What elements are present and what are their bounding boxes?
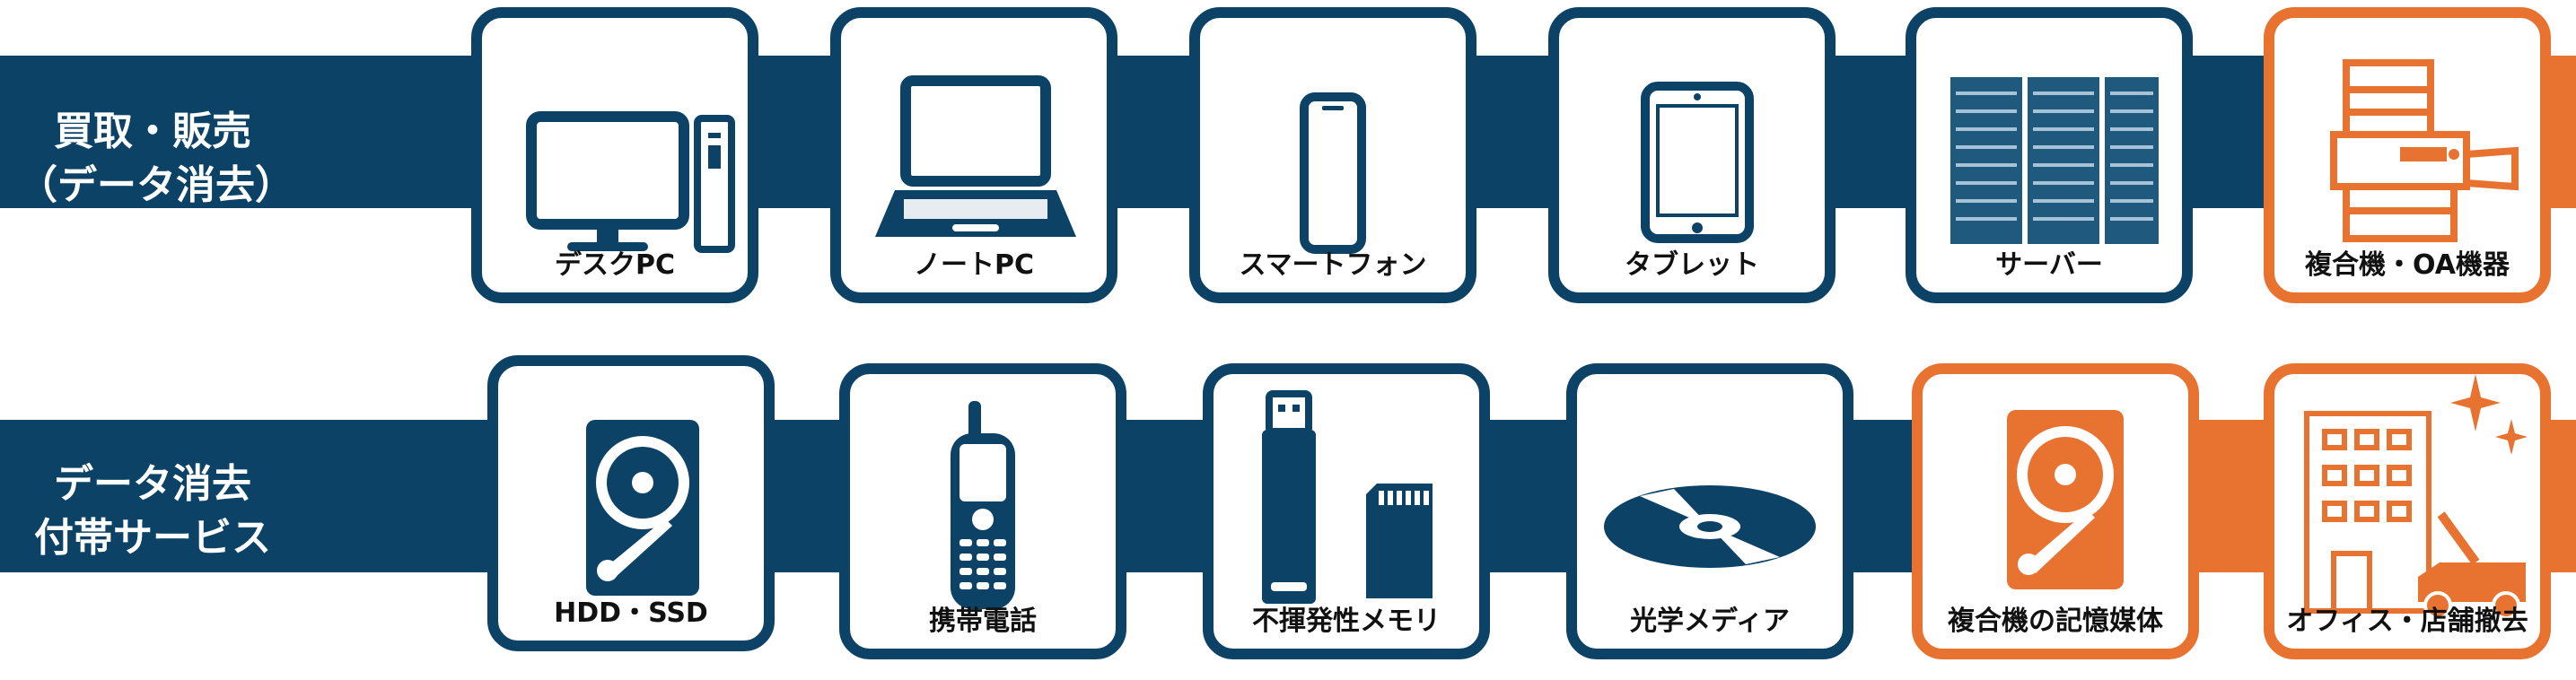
caption-copier-storage: 複合機の記憶媒体 — [1948, 606, 2163, 637]
caption-laptop: ノートPC — [913, 249, 1034, 281]
usb-sd-card-icon — [1262, 390, 1433, 604]
tile-office-removal[interactable]: オフィス・店舗撤去 — [2264, 363, 2551, 659]
caption-office-removal: オフィス・店舗撤去 — [2286, 606, 2528, 637]
tile-copier-storage[interactable]: 複合機の記憶媒体 — [1912, 363, 2199, 659]
caption-smartphone: スマートフォン — [1239, 249, 1427, 281]
tile-hdd-ssd[interactable]: HDD・SSD — [487, 355, 775, 651]
caption-tablet: タブレット — [1625, 249, 1759, 281]
tile-copier[interactable]: 複合機・OA機器 — [2264, 7, 2551, 303]
caption-feature-phone: 携帯電話 — [929, 606, 1037, 637]
laptop-icon — [875, 75, 1076, 237]
office-removal-icon — [2304, 374, 2528, 620]
caption-hdd-ssd: HDD・SSD — [554, 597, 708, 629]
hard-disk-icon — [586, 420, 699, 596]
row2-label-line1: データ消去 — [54, 461, 251, 507]
row1-label: 買取・販売 （データ消去） — [18, 105, 294, 213]
caption-optical-media: 光学メディア — [1630, 606, 1790, 637]
feature-phone-icon — [951, 401, 1015, 609]
tile-nonvolatile-memory[interactable]: 不揮発性メモリ — [1203, 363, 1490, 659]
tablet-icon — [1641, 82, 1754, 243]
tile-desktop-pc[interactable]: デスクPC — [471, 7, 758, 303]
tile-feature-phone[interactable]: 携帯電話 — [839, 363, 1126, 659]
optical-disc-icon — [1604, 485, 1816, 568]
caption-copier: 複合機・OA機器 — [2305, 249, 2510, 281]
tile-optical-media[interactable]: 光学メディア — [1566, 363, 1853, 659]
row2-label: データ消去 付帯サービス — [18, 458, 287, 565]
row1-label-line1: 買取・販売 — [54, 109, 251, 154]
tile-server[interactable]: サーバー — [1906, 7, 2193, 303]
copier-icon — [2330, 59, 2519, 242]
row1-label-line2: （データ消去） — [18, 162, 294, 208]
caption-desktop-pc: デスクPC — [554, 249, 675, 281]
smartphone-icon — [1300, 92, 1366, 254]
caption-server: サーバー — [1995, 249, 2103, 281]
server-rack-icon — [1950, 77, 2159, 244]
caption-nonvolatile-memory: 不揮発性メモリ — [1252, 606, 1441, 637]
tile-laptop[interactable]: ノートPC — [830, 7, 1117, 303]
row1-band — [0, 56, 2271, 208]
tile-tablet[interactable]: タブレット — [1548, 7, 1836, 303]
copier-storage-icon — [2007, 410, 2124, 589]
row2-label-line2: 付帯サービス — [34, 515, 271, 561]
tile-smartphone[interactable]: スマートフォン — [1189, 7, 1476, 303]
desktop-pc-icon — [526, 111, 735, 253]
